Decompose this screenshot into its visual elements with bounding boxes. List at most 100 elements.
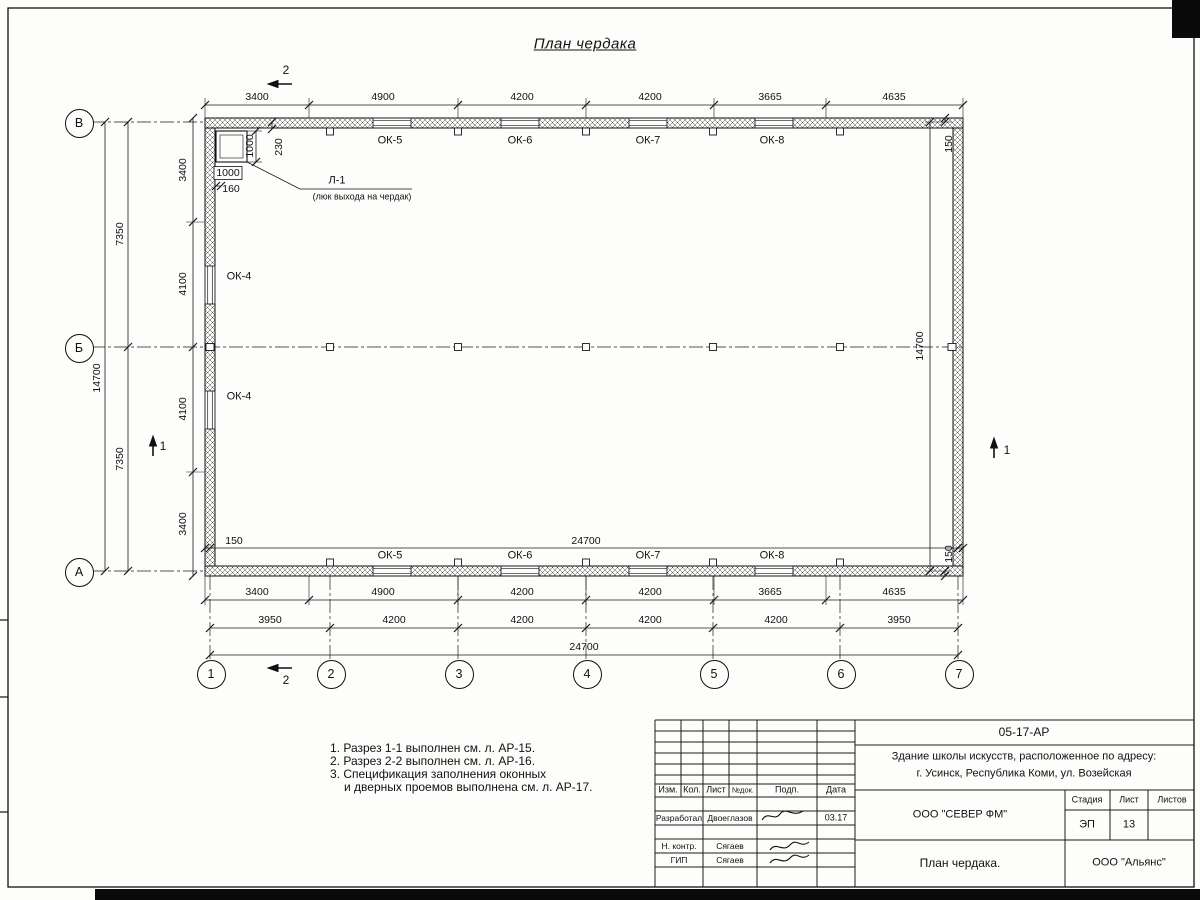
window-label-left-ok4-2: ОК-4 bbox=[226, 390, 252, 403]
dim-bottom-total: 24700 bbox=[569, 640, 599, 653]
hatch-desc-label: (люк выхода на чердак) bbox=[312, 191, 412, 202]
window-label-left-ok4-1: ОК-4 bbox=[226, 270, 252, 283]
window-label-top-ok8: ОК-8 bbox=[759, 134, 785, 147]
dim-left-mid-2: 7350 bbox=[113, 447, 126, 471]
titleblock-row2-name: Сягаев bbox=[716, 840, 744, 851]
page-title: План чердака bbox=[533, 35, 637, 53]
section-arrow-1-right bbox=[989, 436, 999, 458]
titleblock-company: ООО "СЕВЕР ФМ" bbox=[912, 808, 1008, 821]
titleblock-row3-role: ГИП bbox=[670, 854, 688, 865]
axis-circle-col-5: 5 bbox=[699, 659, 729, 689]
window-label-bottom-ok7: ОК-7 bbox=[635, 549, 661, 562]
axis-circle-col-7: 7 bbox=[944, 659, 974, 689]
scan-artifact-top-right bbox=[1172, 0, 1200, 38]
dim-bottom2-1: 3950 bbox=[258, 613, 282, 626]
titleblock-doc-number: 05-17-АР bbox=[998, 725, 1050, 739]
dim-bottom2-6: 3950 bbox=[887, 613, 911, 626]
dim-bottom1-3: 4200 bbox=[510, 585, 534, 598]
signature-icon bbox=[761, 810, 810, 864]
boxed-dim-frame bbox=[213, 166, 243, 180]
axis-circle-col-3: 3 bbox=[444, 659, 474, 689]
axis-circle-row-v: В bbox=[64, 108, 94, 138]
window-label-bottom-ok6: ОК-6 bbox=[507, 549, 533, 562]
dim-bottom1-6: 4635 bbox=[882, 585, 906, 598]
dim-top-1: 3400 bbox=[245, 90, 269, 103]
dim-inner-150: 150 bbox=[225, 534, 243, 547]
dim-bottom2-2: 4200 bbox=[382, 613, 406, 626]
section-label-1-right: 1 bbox=[1003, 443, 1011, 457]
titleblock-row2-role: Н. контр. bbox=[661, 840, 697, 851]
dim-bottom1-4: 4200 bbox=[638, 585, 662, 598]
axis-circle-col-4: 4 bbox=[572, 659, 602, 689]
dim-left-inner-2: 4100 bbox=[176, 272, 189, 296]
axis-circle-col-6: 6 bbox=[826, 659, 856, 689]
section-arrow-2-bottom bbox=[266, 663, 292, 673]
axis-circle-col-2: 2 bbox=[316, 659, 346, 689]
titleblock-stage-header: Стадия bbox=[1071, 794, 1103, 805]
note-line-3: 3. Спецификация заполнения оконных bbox=[330, 767, 547, 781]
titleblock-col-izm: Изм. bbox=[658, 784, 678, 795]
axis-circle-col-1: 1 bbox=[196, 659, 226, 689]
section-label-2-bottom: 2 bbox=[282, 673, 290, 687]
section-arrow-1-left bbox=[148, 434, 158, 456]
dim-bottom1-1: 3400 bbox=[245, 585, 269, 598]
dim-right-total: 14700 bbox=[913, 331, 926, 361]
dim-left-inner-4: 3400 bbox=[176, 512, 189, 536]
note-line-4: и дверных проемов выполнена см. л. АР-17… bbox=[344, 780, 593, 794]
titleblock-project-line1: Здание школы искусств, расположенное по … bbox=[891, 750, 1157, 763]
window-label-top-ok6: ОК-6 bbox=[507, 134, 533, 147]
dim-top-5: 3665 bbox=[758, 90, 782, 103]
titleblock-project-line2: г. Усинск, Республика Коми, ул. Возейска… bbox=[916, 767, 1132, 780]
dim-hatch-1000-v: 1000 bbox=[243, 134, 256, 158]
dim-inner-total: 24700 bbox=[571, 534, 601, 547]
dim-left-total: 14700 bbox=[90, 363, 103, 393]
titleblock-sheets-header: Листов bbox=[1157, 794, 1187, 805]
dim-bottom1-5: 3665 bbox=[758, 585, 782, 598]
dim-hatch-230: 230 bbox=[272, 138, 285, 156]
dim-bottom2-3: 4200 bbox=[510, 613, 534, 626]
hatch-leader-line bbox=[246, 161, 412, 190]
section-label-2-top: 2 bbox=[282, 63, 290, 77]
note-line-1: 1. Разрез 1-1 выполнен см. л. АР-15. bbox=[330, 741, 536, 755]
titleblock-col-kol: Кол. bbox=[683, 784, 701, 795]
scan-artifact-bottom-bar bbox=[95, 889, 1200, 900]
dim-right-150-bottom: 150 bbox=[942, 545, 955, 563]
roof-hatch-opening bbox=[215, 130, 248, 163]
section-arrow-2-top bbox=[266, 79, 292, 89]
titleblock-sheet-value: 13 bbox=[1122, 818, 1136, 831]
dim-top-2: 4900 bbox=[371, 90, 395, 103]
titleblock-row1-role: Разработал bbox=[655, 812, 703, 823]
dim-bottom2-4: 4200 bbox=[638, 613, 662, 626]
section-label-1-left: 1 bbox=[159, 439, 167, 453]
dim-hatch-1000-h: 1000 bbox=[216, 166, 240, 179]
axis-circle-row-b: Б bbox=[64, 333, 94, 363]
titleblock-col-ndok: №док. bbox=[732, 785, 754, 795]
titleblock-drawing-title: План чердака. bbox=[919, 856, 1001, 870]
titleblock-row3-name: Сягаев bbox=[716, 854, 744, 865]
titleblock-stage-value: ЭП bbox=[1079, 818, 1095, 831]
window-label-top-ok7: ОК-7 bbox=[635, 134, 661, 147]
dim-right-150-top: 150 bbox=[942, 135, 955, 153]
dim-top-4: 4200 bbox=[638, 90, 662, 103]
sheet-frame bbox=[7, 7, 1195, 888]
dim-left-inner-1: 3400 bbox=[176, 158, 189, 182]
dim-left-mid-1: 7350 bbox=[113, 222, 126, 246]
dim-top-6: 4635 bbox=[882, 90, 906, 103]
dim-hatch-160: 160 bbox=[222, 182, 240, 195]
dim-top-3: 4200 bbox=[510, 90, 534, 103]
titleblock-row1-name: Двоеглазов bbox=[707, 812, 753, 823]
fold-marks bbox=[0, 619, 8, 813]
note-line-2: 2. Разрез 2-2 выполнен см. л. АР-16. bbox=[330, 754, 536, 768]
titleblock-col-list: Лист bbox=[706, 784, 726, 795]
titleblock-row1-date: 03.17 bbox=[824, 812, 848, 823]
titleblock-sheet-header: Лист bbox=[1119, 794, 1139, 805]
window-label-bottom-ok5: ОК-5 bbox=[377, 549, 403, 562]
dim-bottom2-5: 4200 bbox=[764, 613, 788, 626]
window-label-top-ok5: ОК-5 bbox=[377, 134, 403, 147]
dim-bottom1-2: 4900 bbox=[371, 585, 395, 598]
hatch-name-label: Л-1 bbox=[328, 174, 346, 187]
titleblock-col-podp: Подп. bbox=[775, 784, 799, 795]
titleblock-col-data: Дата bbox=[826, 784, 846, 795]
